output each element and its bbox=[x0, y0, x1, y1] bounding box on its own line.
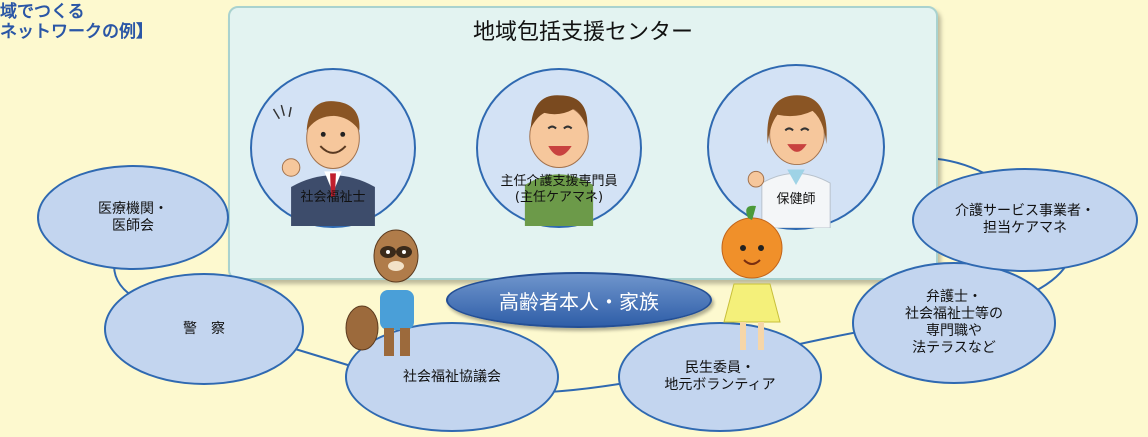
orange-girl-mascot-icon bbox=[721, 205, 783, 350]
welfare-volunteer-label: 民生委員・ 地元ボランティア bbox=[664, 360, 776, 393]
social-worker-node: 社会福祉士 bbox=[250, 68, 416, 228]
medical-institution-label: 医療機関・ 医師会 bbox=[98, 200, 168, 234]
nurse-icon bbox=[747, 95, 831, 228]
care-manager-icon bbox=[524, 95, 594, 226]
legal-professional-node: 弁護士・ 社会福祉士等の 専門職や 法テラスなど bbox=[852, 262, 1056, 384]
welfare-volunteer-node: 民生委員・ 地元ボランティア bbox=[618, 322, 822, 432]
care-service-provider-label: 介護サービス事業者・ 担当ケアマネ bbox=[955, 203, 1095, 236]
elderly-family-hub: 高齢者本人・家族 bbox=[446, 272, 712, 328]
care-service-provider-node: 介護サービス事業者・ 担当ケアマネ bbox=[912, 168, 1138, 272]
care-manager-node: 主任介護支援専門員 (主任ケアマネ) bbox=[476, 68, 642, 228]
public-health-nurse-node: 保健師 bbox=[707, 64, 885, 230]
heading-line-2: ネットワークの例】 bbox=[0, 22, 153, 42]
diagram-heading: 域でつくる ネットワークの例】 bbox=[0, 2, 153, 42]
care-manager-label: 主任介護支援専門員 (主任ケアマネ) bbox=[500, 174, 618, 205]
police-label: 警 察 bbox=[183, 320, 225, 337]
businessman-icon bbox=[272, 101, 375, 226]
raccoon-dog-mascot-icon bbox=[345, 229, 419, 356]
legal-professional-label: 弁護士・ 社会福祉士等の 専門職や 法テラスなど bbox=[905, 289, 1003, 356]
medical-institution-node: 医療機関・ 医師会 bbox=[37, 165, 229, 270]
social-worker-label: 社会福祉士 bbox=[300, 190, 366, 205]
social-welfare-council-label: 社会福祉協議会 bbox=[403, 368, 501, 385]
social-welfare-council-node: 社会福祉協議会 bbox=[345, 322, 559, 432]
public-health-nurse-label: 保健師 bbox=[776, 192, 816, 207]
hub-label: 高齢者本人・家族 bbox=[499, 289, 659, 314]
center-title: 地域包括支援センター bbox=[472, 20, 693, 45]
police-node: 警 察 bbox=[104, 273, 304, 385]
heading-line-1: 域でつくる bbox=[0, 2, 85, 22]
